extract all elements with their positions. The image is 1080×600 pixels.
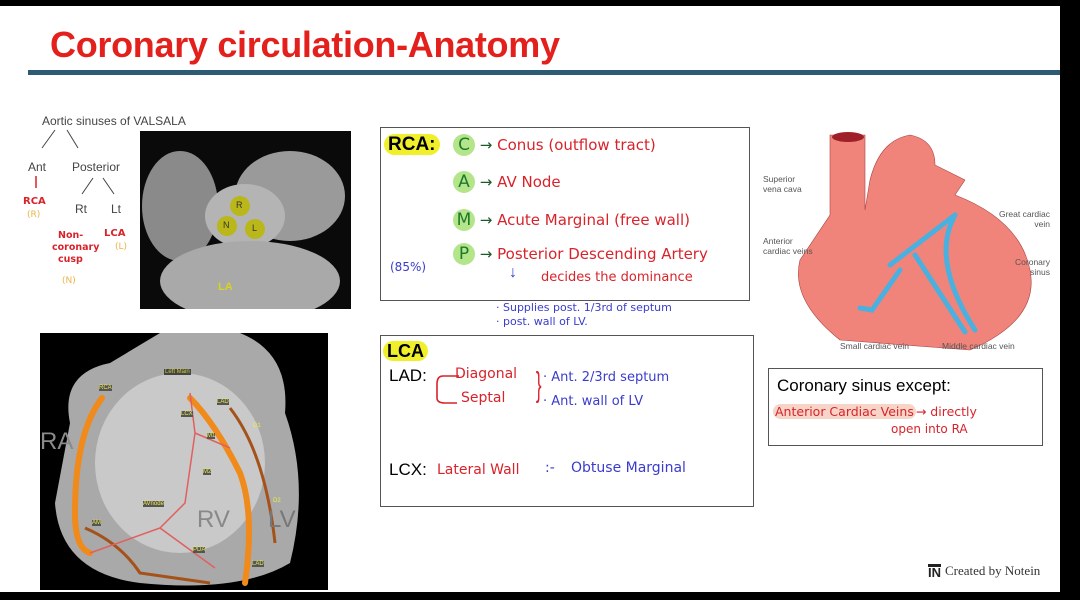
angio-label-m2: M2 (203, 469, 212, 475)
coronary-angio-image: Left Main RCA LAD LCX D1 M1 M2 D2 AVnode… (40, 333, 328, 590)
sinus-heading: Coronary sinus except: (777, 376, 951, 395)
noncoronary-line: cusp (58, 254, 83, 265)
sinus-arrow-text: → directly (915, 404, 977, 419)
pda-note: · post. wall of LV. (496, 315, 588, 328)
label-line: Superior (763, 174, 796, 184)
lcx-separator: :- (545, 460, 555, 476)
branch-text: Posterior Descending Artery (497, 245, 708, 263)
ct-label-la: LA (218, 281, 233, 293)
lca-label: LCA (104, 228, 126, 239)
notein-watermark: IN Created by Notein (928, 563, 1040, 579)
valsalva-heading: Aortic sinuses of VALSALA (42, 114, 186, 128)
rca-percent: (85%) (390, 260, 427, 274)
label-line: cardiac veins (763, 246, 813, 256)
lca-code: (L) (115, 242, 128, 252)
posterior-label: Posterior (72, 160, 121, 174)
label-line: Great cardiac (998, 209, 1050, 219)
diagonal-label: Diagonal (455, 366, 518, 382)
branch-text: Acute Marginal (free wall) (497, 211, 690, 229)
middle-cardiac-vein-label: Middle cardiac vein (942, 341, 1015, 351)
dominance-note: decides the dominance (541, 270, 693, 285)
branch-text: Conus (outflow tract) (497, 136, 656, 154)
ct-scan-image: R N L LA (140, 131, 351, 309)
noncoronary-line: coronary (52, 242, 100, 253)
rca-branch-list: C → Conus (outflow tract) A → AV Node M … (453, 134, 708, 265)
rca-branch-row: C → Conus (outflow tract) (453, 134, 708, 171)
angio-label-d2: D2 (273, 498, 281, 504)
branch-arrow-icon (436, 375, 459, 404)
rca-branch-row: A → AV Node (453, 171, 708, 209)
branch-letter: C (453, 134, 475, 156)
angio-label-d1: D1 (253, 423, 261, 429)
title-divider (28, 70, 1060, 75)
angio-label-lad-distal: LAD (252, 561, 264, 567)
tree-arrows (35, 129, 115, 195)
rca-label: RCA (23, 196, 46, 207)
angio-label-am: AM (92, 520, 101, 526)
angio-label-lcx: LCX (181, 411, 193, 417)
noncoronary-code: (N) (62, 276, 76, 286)
angio-label-left-main: Left Main (164, 369, 191, 375)
ct-label-r: R (236, 200, 243, 210)
branch-letter: M (453, 209, 475, 231)
lad-notes: · Ant. 2/3rd septum · Ant. wall of LV (543, 366, 669, 414)
lt-label: Lt (111, 202, 122, 216)
angio-label-rca: RCA (99, 385, 112, 391)
down-arrow-icon: ↓ (509, 264, 517, 281)
lad-label: LAD: (389, 366, 427, 385)
brace-icon: } (535, 366, 542, 404)
angio-label-avnode: AVnode (143, 501, 164, 507)
rt-label: Rt (75, 202, 87, 216)
sinus-line2: open into RA (891, 422, 968, 436)
branch-letter: A (453, 171, 475, 193)
pda-notes: · Supplies post. 1/3rd of septum · post.… (496, 301, 672, 329)
noncoronary-line: Non- (58, 230, 84, 241)
label-line: vena cava (763, 184, 802, 194)
ant-label: Ant (28, 160, 47, 174)
noncoronary-label: Non- coronary cusp (52, 230, 99, 266)
created-by-text: Created by Notein (945, 563, 1041, 578)
lcx-text: Lateral Wall (437, 462, 520, 478)
branch-text: AV Node (497, 173, 561, 191)
lca-heading: LCA (383, 341, 428, 361)
anterior-cardiac-veins: Anterior Cardiac Veins (773, 404, 916, 419)
septal-label: Septal (461, 390, 506, 406)
angio-label-lad: LAD (217, 399, 229, 405)
angio-label-ra: RA (40, 428, 74, 455)
angio-label-rv: RV (197, 506, 230, 533)
rca-box: RCA: C → Conus (outflow tract) A → AV No… (380, 127, 750, 301)
rca-branch-row: M → Acute Marginal (free wall) (453, 209, 708, 243)
rca-branch-row: P → Posterior Descending Artery (453, 243, 708, 265)
label-line: Coronary (1015, 257, 1050, 267)
lca-box: LCA LAD: Diagonal Septal } · Ant. 2/3rd … (380, 335, 754, 507)
branch-letter: P (453, 243, 475, 265)
label-line: vein (1034, 219, 1050, 229)
slide: Coronary circulation-Anatomy Aortic sinu… (0, 6, 1060, 592)
lcx-note: Obtuse Marginal (571, 460, 686, 476)
notein-logo-icon: IN (928, 563, 941, 580)
lad-note: · Ant. 2/3rd septum (543, 370, 670, 385)
angio-label-pda: PDA (193, 547, 206, 553)
ct-label-l: L (252, 223, 258, 233)
ct-label-n: N (223, 220, 230, 230)
lcx-label: LCX: (389, 460, 427, 479)
sinus-exception: Anterior Cardiac Veins→ directly (773, 404, 977, 419)
label-line: sinus (1030, 267, 1050, 277)
angio-label-lv: LV (268, 506, 296, 533)
slide-title: Coronary circulation-Anatomy (50, 24, 560, 65)
label-line: Anterior (763, 236, 793, 246)
small-cardiac-vein-label: Small cardiac vein (840, 341, 909, 351)
lad-note: · Ant. wall of LV (543, 394, 644, 409)
pda-note: · Supplies post. 1/3rd of septum (496, 301, 672, 314)
rca-heading: RCA: (384, 134, 440, 155)
angio-label-m1: M1 (207, 433, 216, 439)
coronary-sinus-box: Coronary sinus except: Anterior Cardiac … (768, 368, 1043, 446)
rca-code: (R) (27, 210, 41, 220)
